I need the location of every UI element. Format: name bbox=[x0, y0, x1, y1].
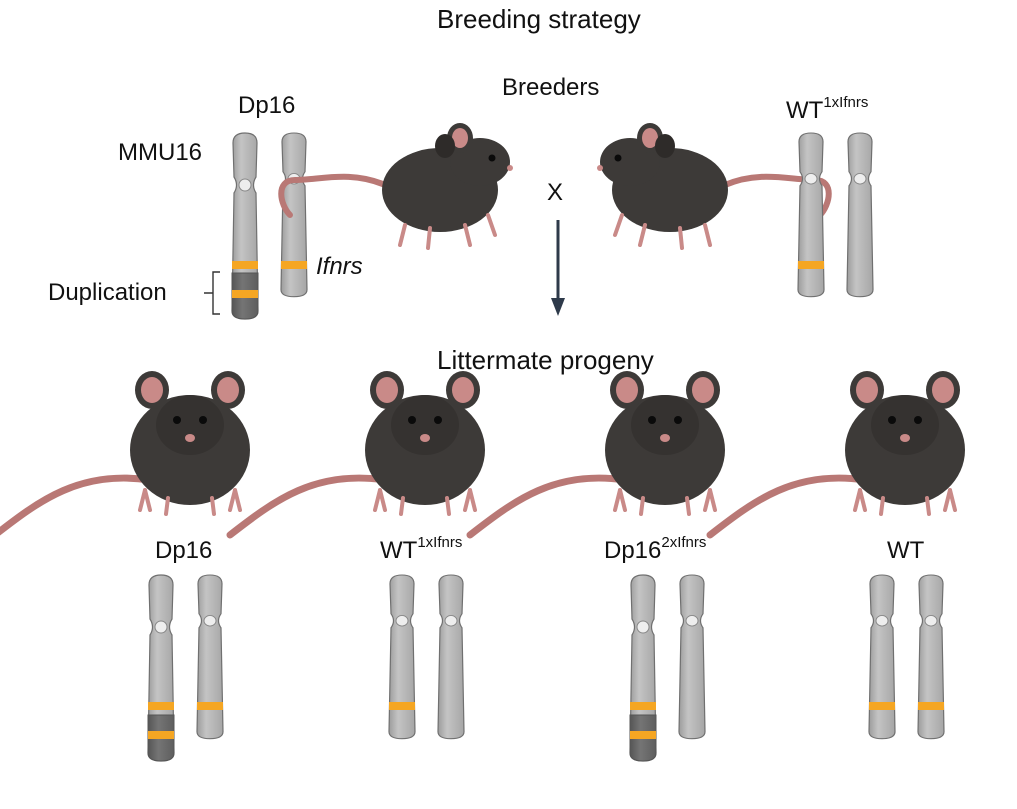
breeder-left-name: Dp16 bbox=[238, 92, 296, 119]
progeny-label: Littermate progeny bbox=[437, 345, 654, 375]
progeny-1-chromosome-duplicated bbox=[147, 574, 175, 762]
progeny-3-name: Dp162xIfnrs bbox=[604, 534, 707, 565]
mmu16-label: MMU16 bbox=[118, 139, 203, 166]
breeder-right-superscript: 1xIfnrs bbox=[823, 94, 869, 111]
breeder-right-base: WT bbox=[786, 97, 824, 124]
progeny-1-chromosome-normal bbox=[196, 574, 224, 740]
ifnrs-band-duplicate bbox=[232, 290, 258, 298]
progeny-1-mouse bbox=[0, 371, 250, 535]
progeny-2-mouse bbox=[230, 371, 485, 535]
diagram-title: Breeding strategy bbox=[437, 4, 641, 34]
breeder-left-mouse bbox=[281, 123, 513, 248]
progeny-3-chromosome-duplicated bbox=[629, 574, 657, 762]
progeny-1-name: Dp16 bbox=[155, 536, 212, 565]
ifnrs-band bbox=[197, 702, 223, 710]
progeny-3-base: Dp16 bbox=[604, 537, 662, 564]
breeder-right-name: WT1xIfnrs bbox=[786, 94, 869, 125]
breeders-label: Breeders bbox=[502, 74, 600, 101]
ifnrs-band bbox=[918, 702, 944, 710]
breeder-left-chromosome-normal bbox=[280, 132, 308, 298]
progeny-4-base: WT bbox=[887, 537, 925, 564]
progeny-3-superscript: 2xIfnrs bbox=[661, 534, 707, 551]
duplication-bracket bbox=[204, 271, 220, 315]
progeny-2-chromosome-2 bbox=[437, 574, 465, 740]
ifnrs-band bbox=[232, 261, 258, 269]
ifnrs-band bbox=[389, 702, 415, 710]
progeny-2-superscript: 1xIfnrs bbox=[417, 534, 463, 551]
ifnrs-band-duplicate bbox=[148, 731, 174, 739]
progeny-4-name: WT bbox=[887, 536, 924, 565]
progeny-3-mouse bbox=[470, 371, 725, 535]
ifnrs-label: Ifnrs bbox=[316, 253, 363, 280]
progeny-2-chromosome-1 bbox=[388, 574, 416, 740]
progeny-3-chromosome-normal bbox=[678, 574, 706, 740]
ifnrs-band bbox=[148, 702, 174, 710]
cross-symbol: X bbox=[547, 179, 564, 206]
progeny-4-mouse bbox=[710, 371, 965, 535]
breeder-right-chromosome-2 bbox=[846, 132, 874, 298]
cross-arrow bbox=[551, 220, 565, 316]
ifnrs-band-duplicate bbox=[630, 731, 656, 739]
progeny-1-base: Dp16 bbox=[155, 537, 213, 564]
ifnrs-band bbox=[798, 261, 824, 269]
breeder-left-chromosome-duplicated bbox=[231, 132, 259, 320]
duplication-label: Duplication bbox=[48, 279, 167, 306]
ifnrs-band bbox=[630, 702, 656, 710]
progeny-2-base: WT bbox=[380, 537, 418, 564]
breeder-right-chromosome-1 bbox=[797, 132, 825, 298]
ifnrs-band bbox=[869, 702, 895, 710]
progeny-2-name: WT1xIfnrs bbox=[380, 534, 463, 565]
breeder-right-mouse bbox=[597, 123, 829, 248]
progeny-4-chromosome-1 bbox=[868, 574, 896, 740]
ifnrs-band bbox=[281, 261, 307, 269]
progeny-4-chromosome-2 bbox=[917, 574, 945, 740]
